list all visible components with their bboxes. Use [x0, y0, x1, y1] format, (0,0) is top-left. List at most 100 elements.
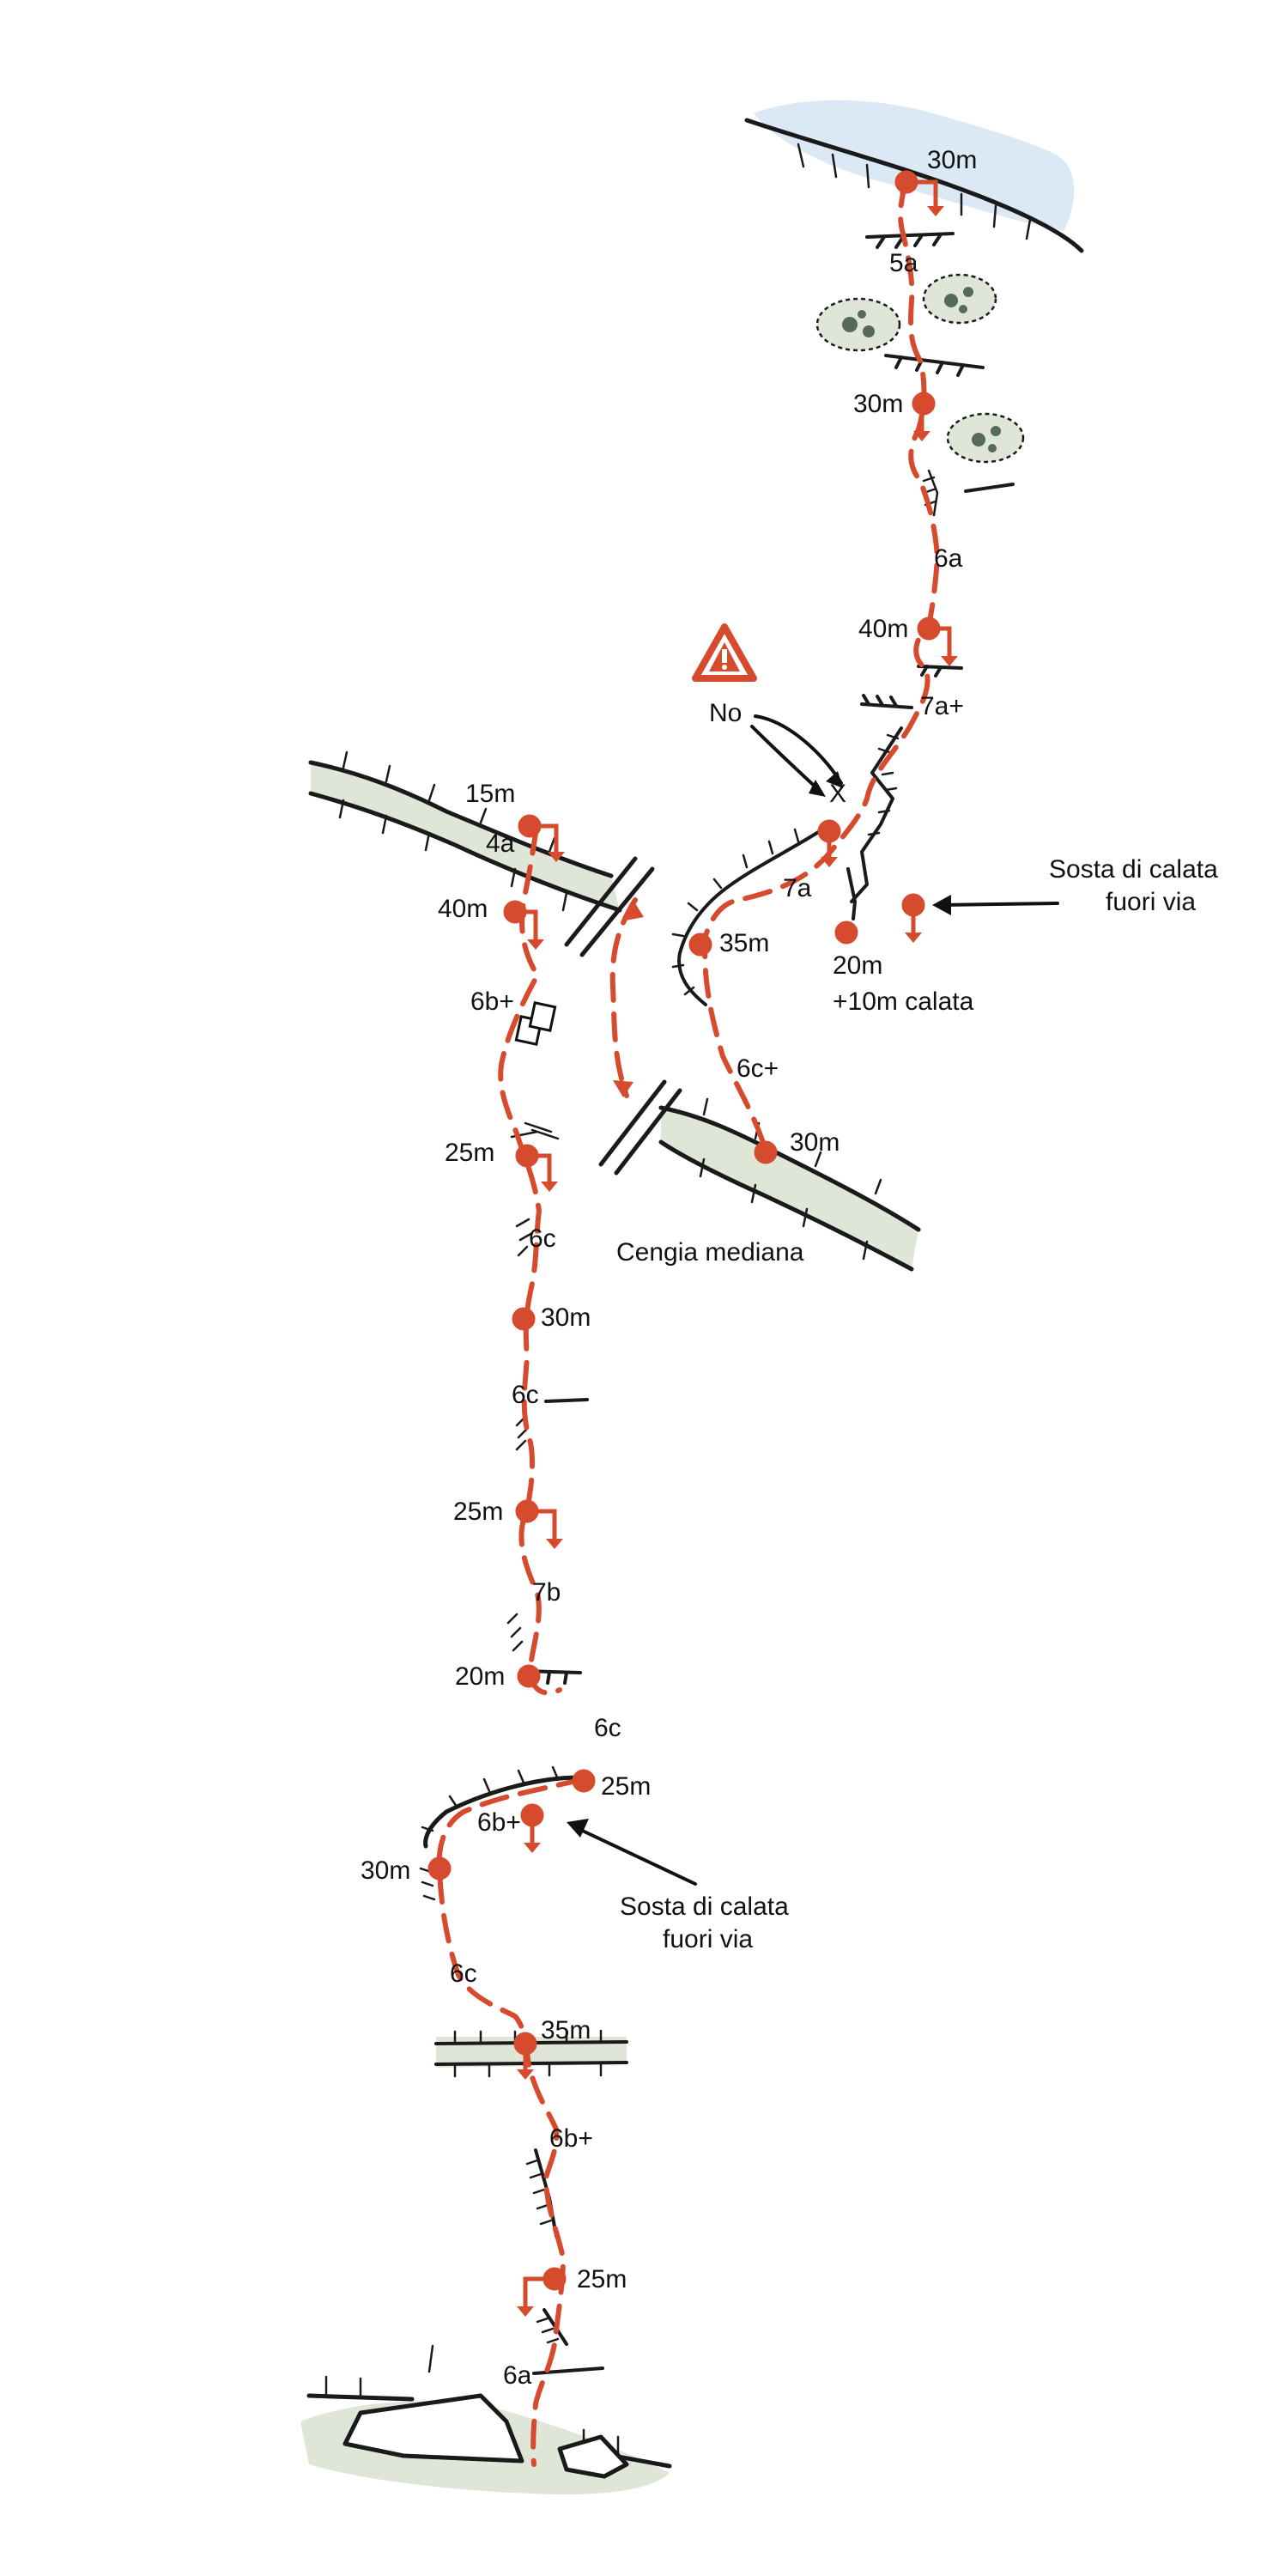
grade-label: 6a: [934, 544, 963, 573]
pitch-length-label: 20m: [833, 951, 882, 980]
no-arrow-1-head: [826, 771, 843, 788]
callout-label: fuori via: [1106, 888, 1196, 916]
summit-ridge: [744, 118, 1084, 253]
rappel-marker: [515, 909, 538, 943]
no-arrow-2-head: [809, 780, 826, 797]
rappel-arrowheads: [517, 206, 958, 2317]
grade-label: 6c+: [736, 1054, 779, 1083]
break-marks-upper: [564, 856, 655, 957]
lower-ledge-hatching: [453, 2029, 603, 2078]
dihedral-crack-hatching: [867, 733, 900, 836]
lower-ledge-bottom: [434, 2061, 628, 2066]
descent-arrow-lower: [613, 1080, 633, 1097]
ledge-name-label: Cengia mediana: [616, 1238, 804, 1267]
roof-mark: [532, 2366, 604, 2375]
pillar-crack: [506, 1613, 524, 1652]
cengia-mediana-bottom: [658, 1139, 914, 1272]
pitch-length-label: 35m: [719, 929, 769, 957]
pitch-length-label: 35m: [541, 2016, 591, 2044]
pitch-length-label: 30m: [790, 1128, 840, 1157]
belay-station: [572, 1769, 596, 1793]
pitch-length-label: 30m: [541, 1303, 591, 1332]
pitch-length-label: 15m: [465, 780, 515, 808]
belay-station: [427, 1856, 452, 1880]
rappel-marker: [530, 823, 559, 855]
pitch-length-label: 20m: [455, 1662, 505, 1691]
descent-arrow-upper: [625, 903, 644, 920]
belay-stations: [427, 170, 952, 2310]
crack-mark: [922, 469, 939, 517]
warning-icon: [692, 623, 757, 682]
route-line: [436, 178, 940, 2467]
grade-label: 7a: [783, 874, 812, 902]
grade-label: 6a: [503, 2361, 532, 2390]
roof-mark: [964, 483, 1015, 493]
grade-label: 6c: [529, 1224, 556, 1253]
callout-label: Sosta di calata: [620, 1893, 789, 1921]
boulder-small: [557, 2434, 629, 2479]
callout-label: fuori via: [663, 1925, 753, 1953]
roof-mark: [917, 665, 963, 677]
belay-station: [754, 1140, 778, 1164]
belay-station: [834, 920, 858, 945]
labels: 30m 5a 30m 6a 40m 7a+ No X 15m 4a 40m 7a…: [361, 146, 1218, 2390]
traverse-overhang-hatching: [421, 1765, 560, 1832]
grade-label: 6c: [594, 1714, 621, 1742]
grade-label: 4a: [486, 829, 515, 858]
belay-station: [688, 933, 712, 957]
pitch-length-label: 40m: [858, 615, 908, 643]
rappel-marker: [906, 179, 938, 210]
grade-label: 6c: [512, 1381, 539, 1409]
upper-left-ledge-top: [308, 760, 614, 878]
bush-right-top: [922, 273, 997, 325]
callout-arrow-lower: [573, 1826, 697, 1886]
grade-label: 7b: [532, 1578, 561, 1607]
base-hatching: [324, 2344, 620, 2458]
upper-left-ledge-bottom: [308, 791, 622, 913]
pitch-length-label: 25m: [453, 1498, 503, 1526]
callout-arrow-upper: [939, 902, 1059, 907]
pitch-length-label: 25m: [445, 1139, 494, 1167]
bush-left: [815, 297, 901, 352]
pitch-length-label: 30m: [927, 146, 977, 174]
rappel-marker: [929, 626, 952, 659]
wall-crack-hatching: [671, 828, 800, 996]
pitch-length-label: 25m: [601, 1772, 651, 1801]
break-marks-lower: [598, 1079, 682, 1176]
forbidden-mark: X: [829, 780, 846, 808]
pillar-crack: [515, 1218, 534, 1257]
roof-mark: [544, 1398, 589, 1403]
no-arrow-2: [750, 725, 822, 793]
boulder-large: [342, 2393, 524, 2464]
cengia-mediana-ledge: [661, 1108, 918, 1269]
grade-label: 7a+: [920, 692, 964, 720]
grade-label: 6b+: [549, 2124, 593, 2153]
belay-station: [512, 1307, 536, 1331]
grade-label: 6b+: [477, 1808, 521, 1837]
pitch-length-label: 25m: [577, 2265, 627, 2293]
warning-label: No: [709, 699, 742, 727]
pitch-length-label: 30m: [361, 1856, 410, 1885]
rappel-note: +10m calata: [833, 987, 974, 1016]
rightside-crack: [846, 867, 857, 920]
summit-snowfield: [754, 100, 1075, 230]
lower-crack-hatching: [536, 2317, 560, 2344]
book-icon: [514, 1001, 557, 1046]
roof-mark: [884, 354, 985, 377]
wall-crack: [677, 829, 821, 1006]
bush-right-mid: [946, 412, 1025, 464]
callout-arrow-lower-head: [567, 1819, 589, 1838]
rappel-marker: [527, 1153, 552, 1185]
roof-mark: [865, 232, 955, 249]
lower-crack-hatching: [525, 2159, 553, 2226]
callout-arrow-upper-head: [932, 895, 951, 915]
roof-mark: [860, 694, 913, 709]
dihedral-crack: [850, 726, 903, 903]
rappel-marker: [523, 2276, 555, 2310]
grade-label: 6c: [450, 1959, 477, 1988]
upper-left-ledge: [311, 762, 620, 910]
rappel-marker: [527, 1509, 557, 1542]
belay-station: [517, 1664, 541, 1688]
upper-left-ledge-hatching: [338, 750, 568, 912]
